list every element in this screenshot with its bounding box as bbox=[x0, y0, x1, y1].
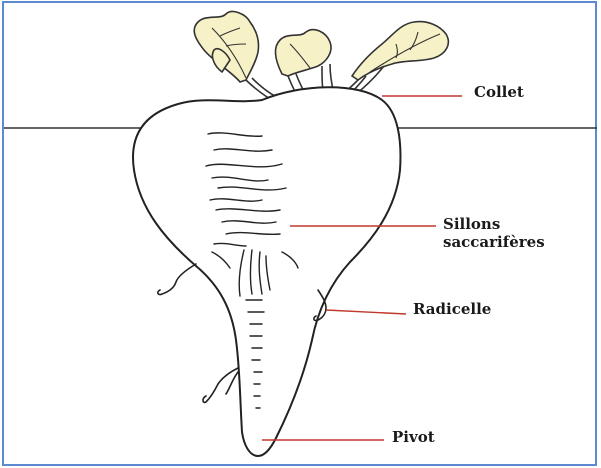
label-sillons-line2: saccarifères bbox=[443, 233, 545, 251]
label-sillons-line1: Sillons bbox=[443, 215, 545, 233]
label-pivot: Pivot bbox=[392, 428, 435, 446]
leaf-left bbox=[194, 12, 258, 82]
leader-radicelle bbox=[326, 310, 406, 314]
leaf-right bbox=[352, 22, 448, 80]
label-radicelle: Radicelle bbox=[413, 300, 491, 318]
label-sillons-saccariferes: Sillons saccarifères bbox=[443, 215, 545, 251]
label-collet: Collet bbox=[474, 83, 524, 101]
